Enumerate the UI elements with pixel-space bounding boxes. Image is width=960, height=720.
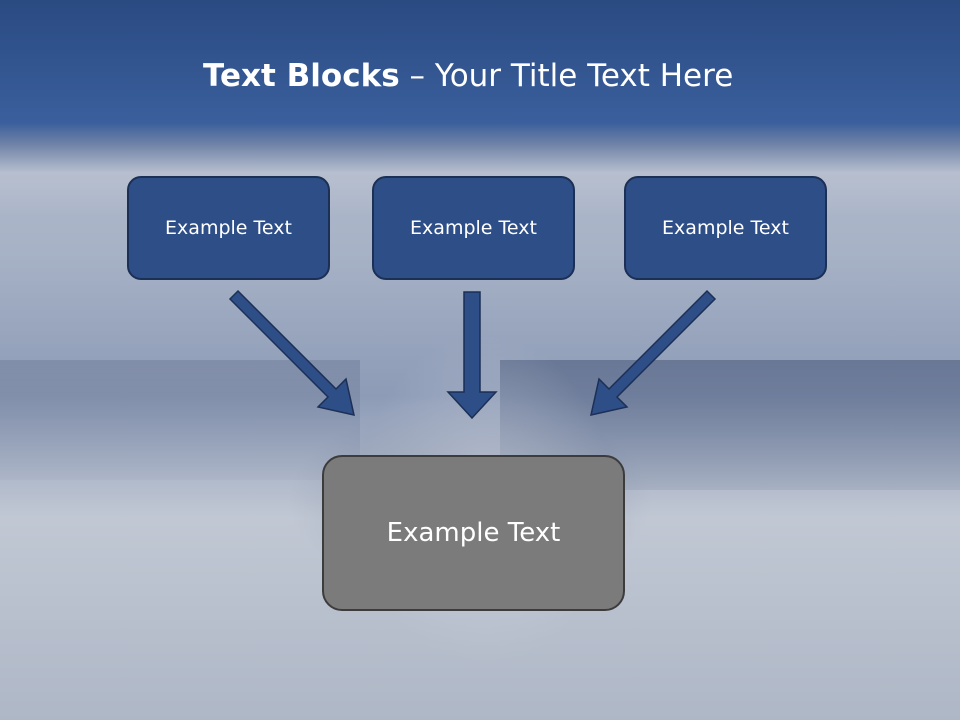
text-block-bottom-label: Example Text (386, 518, 561, 548)
text-block-top-left[interactable]: Example Text (127, 176, 330, 280)
text-block-top-right-label: Example Text (662, 217, 789, 239)
title-rest-text: Your Title Text Here (434, 58, 734, 94)
text-block-top-right[interactable]: Example Text (624, 176, 827, 280)
title-bold-text: Text Blocks (203, 58, 400, 94)
arrow-down-right-icon[interactable] (228, 289, 355, 416)
arrow-down-icon[interactable] (446, 291, 498, 420)
text-block-top-center[interactable]: Example Text (372, 176, 575, 280)
slide-title[interactable]: Text Blocks – Your Title Text Here (203, 54, 733, 98)
text-block-top-center-label: Example Text (410, 217, 537, 239)
arrow-down-left-icon[interactable] (590, 289, 717, 416)
text-block-top-left-label: Example Text (165, 217, 292, 239)
text-block-bottom[interactable]: Example Text (322, 455, 625, 611)
title-dash: – (399, 58, 435, 94)
